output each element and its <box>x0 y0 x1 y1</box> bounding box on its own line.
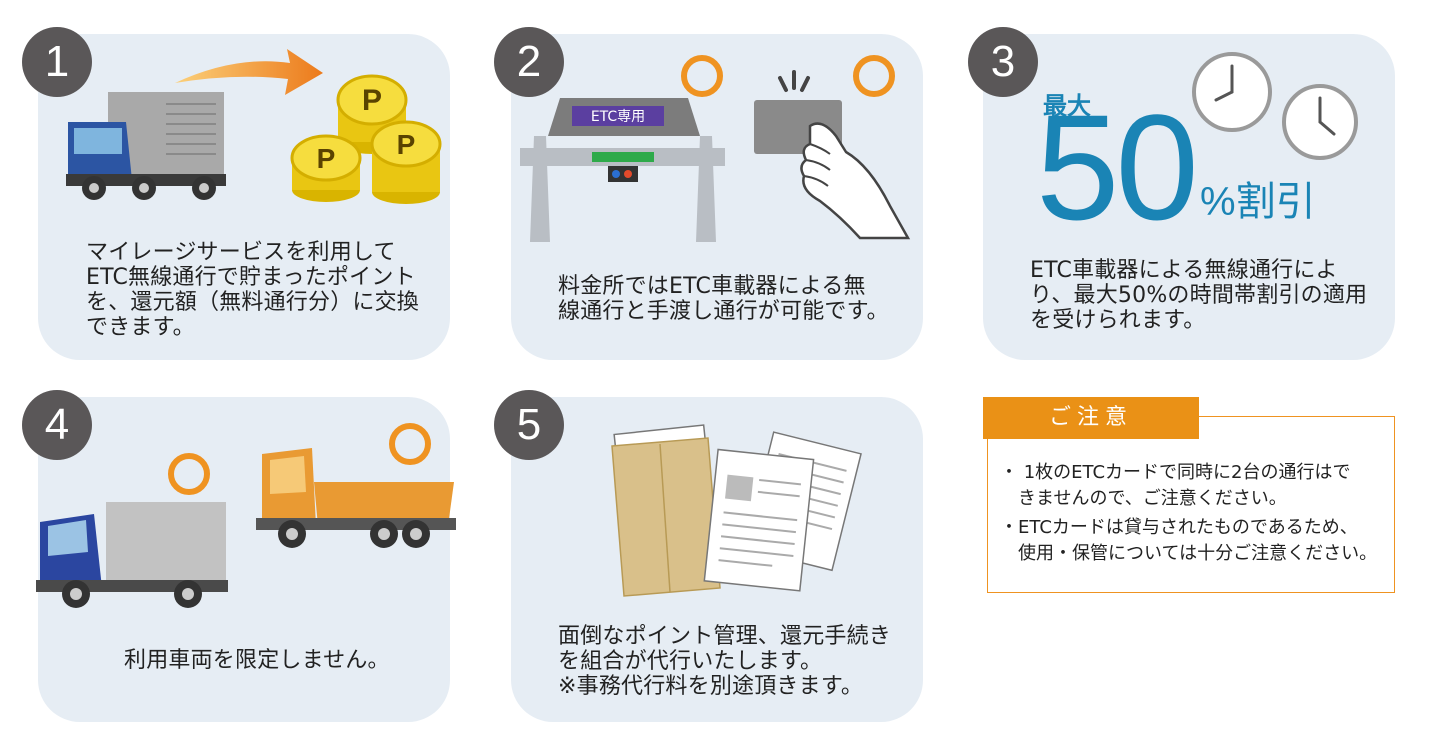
card-hand-icon <box>754 70 911 240</box>
card-1-text: マイレージサービスを利用して ETC無線通行で貯まったポイント を、還元額（無料… <box>86 240 420 340</box>
notice-box <box>987 416 1395 593</box>
coin-letter: P <box>397 129 416 160</box>
step-badge-1: 1 <box>22 27 92 97</box>
max-label: 最大 <box>1043 93 1091 120</box>
discount-suffix: %割引 <box>1200 180 1316 224</box>
notice-title: ご注意 <box>983 397 1199 439</box>
ok-circle-icon <box>681 55 723 97</box>
notice-item-1: ・ 1枚のETCカードで同時に2台の通行はで きませんので、ご注意ください。 <box>1000 462 1351 509</box>
etc-gate-icon: ETC専用 <box>520 98 725 242</box>
card-3-text: ETC車載器による無線通行によ り、最大50%の時間帯割引の適用 を受けられます… <box>1030 258 1368 333</box>
point-coins-icon: P P P <box>290 74 442 204</box>
gate-label: ETC専用 <box>591 109 645 125</box>
card-5-text: 面倒なポイント管理、還元手続き を組合が代行いたします。 ※事務代行料を別途頂き… <box>558 624 892 699</box>
orange-arrow-icon <box>175 49 323 95</box>
step-badge-2: 2 <box>494 27 564 97</box>
coin-letter: P <box>317 143 336 174</box>
clock-icon <box>1192 52 1272 132</box>
dump-truck-icon <box>256 448 456 548</box>
coin-letter: P <box>362 84 382 117</box>
ok-circle-icon <box>168 453 210 495</box>
card-4-text: 利用車両を限定しません。 <box>124 648 390 673</box>
step-badge-5: 5 <box>494 390 564 460</box>
ok-circle-icon <box>853 55 895 97</box>
box-truck-icon <box>66 92 226 200</box>
step-badge-4: 4 <box>22 390 92 460</box>
ok-circle-icon <box>389 423 431 465</box>
notice-item-2: ・ETCカードは貸与されたものであるため、 使用・保管については十分ご注意くださ… <box>1000 517 1378 564</box>
card-2-text: 料金所ではETC車載器による無 線通行と手渡し通行が可能です。 <box>558 274 889 324</box>
discount-number: 50 <box>1036 83 1199 251</box>
blue-truck-icon <box>36 502 228 608</box>
documents-icon <box>611 424 862 597</box>
clock-icon <box>1282 84 1358 160</box>
step-badge-3: 3 <box>968 27 1038 97</box>
